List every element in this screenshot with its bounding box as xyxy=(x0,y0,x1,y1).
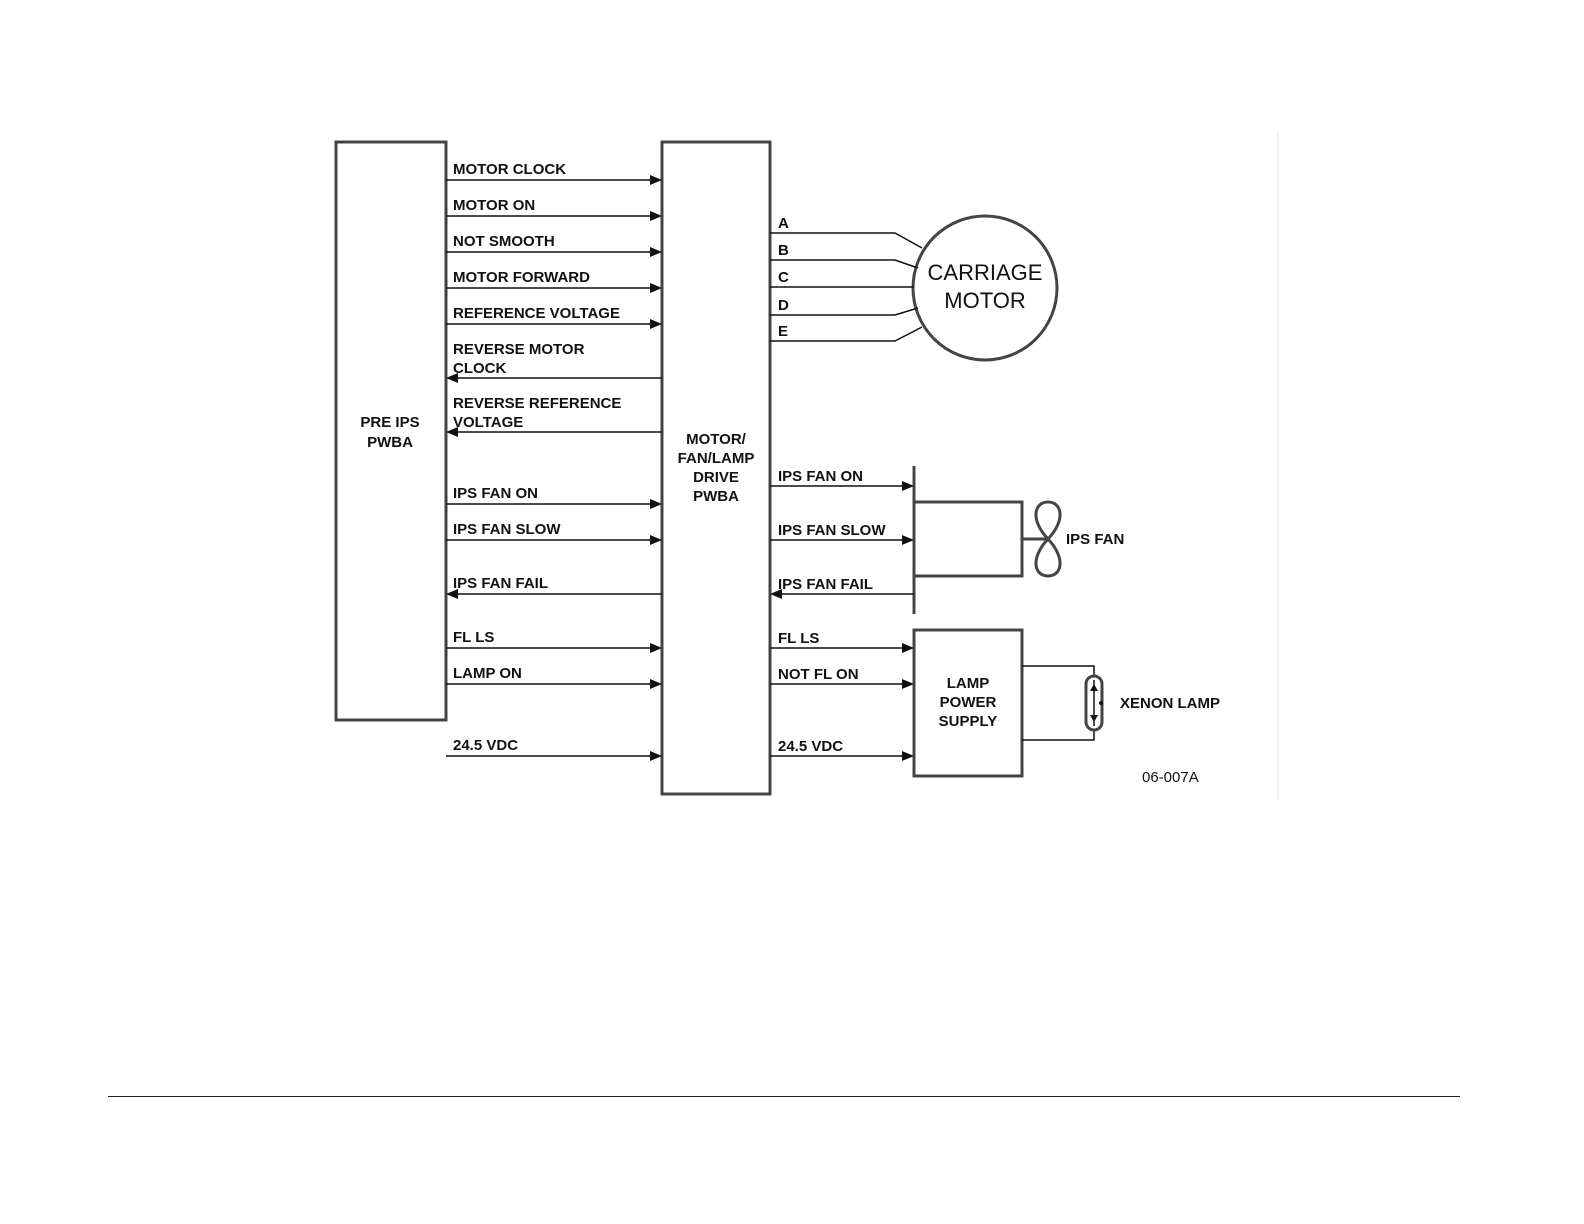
phase-e-label: E xyxy=(778,323,788,340)
phase-c-label: C xyxy=(778,269,789,286)
signal-right-fl-ls: FL LS xyxy=(770,630,914,653)
carriage-motor-circle xyxy=(911,214,1059,362)
signal-right-ips-fan-slow: IPS FAN SLOW xyxy=(770,522,914,545)
carriage-motor-label-line1: CARRIAGE xyxy=(928,260,1043,285)
reference-voltage-label: REFERENCE VOLTAGE xyxy=(453,305,620,322)
phase-a-label: A xyxy=(778,215,789,232)
drive-pwba-block: MOTOR/ FAN/LAMP DRIVE PWBA xyxy=(660,140,772,796)
right-ips-fan-slow-label: IPS FAN SLOW xyxy=(778,522,886,539)
signal-left-ips-fan-fail: IPS FAN FAIL xyxy=(446,575,662,599)
signal-not-smooth: NOT SMOOTH xyxy=(446,233,662,257)
signal-reference-voltage: REFERENCE VOLTAGE xyxy=(446,305,662,329)
motor-phase-b: B xyxy=(770,242,919,269)
xenon-lamp-label: XENON LAMP xyxy=(1120,695,1220,712)
signal-reverse-reference-voltage: REVERSE REFERENCE VOLTAGE xyxy=(446,395,662,437)
phase-b-label: B xyxy=(778,242,789,259)
fan-motor-box xyxy=(914,500,1024,578)
lamp-power-supply-group: LAMP POWER SUPPLY FL LS NOT FL ON 24.5 V… xyxy=(770,628,1220,778)
drive-label-line3: DRIVE xyxy=(693,469,739,486)
motor-phase-a: A xyxy=(770,215,923,249)
not-smooth-label: NOT SMOOTH xyxy=(453,233,555,250)
pre-ips-label-line2: PWBA xyxy=(367,434,413,451)
lamp-power-supply-label-line2: POWER xyxy=(940,694,997,711)
ips-fan-group: IPS FAN IPS FAN ON IPS FAN SLOW IPS FAN … xyxy=(770,466,1124,614)
lamp-power-supply-label-line3: SUPPLY xyxy=(939,713,998,730)
signal-right-ips-fan-fail: IPS FAN FAIL xyxy=(770,576,914,599)
carriage-motor-label-line2: MOTOR xyxy=(944,288,1025,313)
signal-motor-forward: MOTOR FORWARD xyxy=(446,269,662,293)
right-ips-fan-on-label: IPS FAN ON xyxy=(778,468,863,485)
motor-forward-label: MOTOR FORWARD xyxy=(453,269,590,286)
left-fl-ls-label: FL LS xyxy=(453,629,494,646)
phase-d-label: D xyxy=(778,297,789,314)
pre-ips-pwba-block: PRE IPS PWBA xyxy=(334,140,448,722)
pre-ips-label-line1: PRE IPS xyxy=(360,414,419,431)
figure-id: 06-007A xyxy=(1142,769,1199,786)
reverse-reference-voltage-label-line1: REVERSE REFERENCE xyxy=(453,395,621,412)
signal-left-fl-ls: FL LS xyxy=(446,629,662,653)
motor-phase-d: D xyxy=(770,297,919,316)
signal-left-ips-fan-slow: IPS FAN SLOW xyxy=(446,521,662,545)
left-vdc-label: 24.5 VDC xyxy=(453,737,518,754)
motor-on-label: MOTOR ON xyxy=(453,197,535,214)
xenon-lamp-icon xyxy=(1022,665,1104,741)
signal-lamp-on: LAMP ON xyxy=(446,665,662,689)
motor-phase-e: E xyxy=(770,323,923,342)
left-ips-fan-slow-label: IPS FAN SLOW xyxy=(453,521,561,538)
right-ips-fan-fail-label: IPS FAN FAIL xyxy=(778,576,873,593)
carriage-motor-group: CARRIAGE MOTOR A B C D E xyxy=(770,214,1059,362)
reverse-motor-clock-label-line1: REVERSE MOTOR xyxy=(453,341,585,358)
not-fl-on-label: NOT FL ON xyxy=(778,666,859,683)
right-vdc-label: 24.5 VDC xyxy=(778,738,843,755)
motor-clock-label: MOTOR CLOCK xyxy=(453,161,566,178)
footer-rule xyxy=(108,1096,1460,1097)
left-signal-lines: MOTOR CLOCK MOTOR ON NOT SMOOTH MOTOR FO… xyxy=(446,161,662,761)
signal-not-fl-on: NOT FL ON xyxy=(770,666,914,689)
reverse-motor-clock-label-line2: CLOCK xyxy=(453,360,506,377)
lamp-power-supply-label-line1: LAMP xyxy=(947,675,990,692)
left-ips-fan-fail-label: IPS FAN FAIL xyxy=(453,575,548,592)
signal-motor-clock: MOTOR CLOCK xyxy=(446,161,662,185)
signal-motor-on: MOTOR ON xyxy=(446,197,662,221)
drive-label-line1: MOTOR/ xyxy=(686,431,747,448)
ips-fan-label: IPS FAN xyxy=(1066,531,1124,548)
lamp-on-label: LAMP ON xyxy=(453,665,522,682)
motor-phase-c: C xyxy=(770,269,914,288)
right-fl-ls-label: FL LS xyxy=(778,630,819,647)
signal-reverse-motor-clock: REVERSE MOTOR CLOCK xyxy=(446,341,662,383)
fan-icon xyxy=(1034,500,1062,578)
signal-right-vdc: 24.5 VDC xyxy=(770,738,914,761)
signal-left-vdc: 24.5 VDC xyxy=(446,737,662,761)
drive-label-line4: PWBA xyxy=(693,488,739,505)
drive-label-line2: FAN/LAMP xyxy=(678,450,755,467)
signal-right-ips-fan-on: IPS FAN ON xyxy=(770,468,914,491)
reverse-reference-voltage-label-line2: VOLTAGE xyxy=(453,414,523,431)
left-ips-fan-on-label: IPS FAN ON xyxy=(453,485,538,502)
signal-left-ips-fan-on: IPS FAN ON xyxy=(446,485,662,509)
